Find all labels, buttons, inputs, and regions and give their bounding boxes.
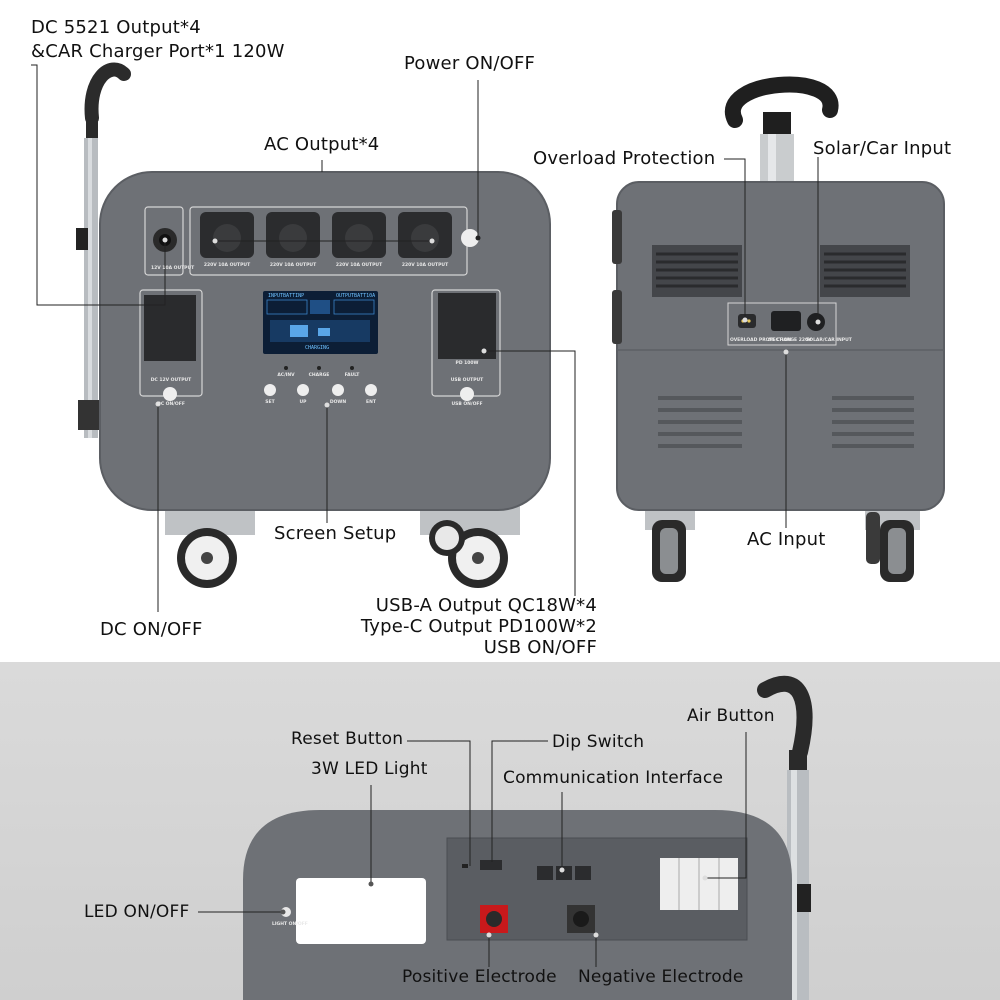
callout-usb-line2: Type-C Output PD100W*2 — [360, 616, 597, 637]
back-overload-text: OVERLOAD PROTECTION — [730, 338, 792, 343]
callout-communication-interface: Communication Interface — [503, 768, 724, 788]
bottom-section-background — [0, 662, 1000, 1000]
callout-led-onoff: LED ON/OFF — [84, 902, 190, 922]
callout-dc5521-line1: DC 5521 Output*4 — [31, 17, 201, 38]
callout-overload-protection: Overload Protection — [533, 148, 716, 169]
indicator-acinv: AC/INV — [277, 373, 295, 378]
indicator-fault: FAULT — [344, 373, 360, 378]
callout-air-button: Air Button — [687, 706, 775, 726]
callout-usb-line1: USB-A Output QC18W*4 — [375, 595, 597, 616]
callout-screen-setup: Screen Setup — [274, 523, 397, 544]
callout-ac-input: AC Input — [747, 529, 826, 550]
usb-output-text: USB OUTPUT — [450, 378, 484, 383]
indicator-charge: CHARGE — [308, 373, 330, 378]
socket-1-text: 220V 10A OUTPUT — [203, 263, 251, 268]
usb-onoff-text: USB ON/OFF — [451, 402, 483, 407]
button-ent[interactable]: ENT — [366, 400, 376, 405]
usb-port-icon — [438, 293, 496, 359]
callout-dip-switch: Dip Switch — [552, 732, 645, 752]
lcd-input-text: INPUTBATTINP — [268, 293, 305, 299]
power-button-icon — [461, 229, 479, 247]
handle-icon — [76, 62, 131, 438]
callout-led-light: 3W LED Light — [311, 759, 428, 779]
dc-onoff-text: DC ON/OFF — [157, 402, 185, 407]
wheel-icon — [165, 505, 520, 588]
pd-text: PD 100W — [455, 361, 479, 366]
button-up[interactable]: UP — [299, 400, 307, 405]
callout-reset-button: Reset Button — [291, 729, 404, 749]
vent-icon — [652, 245, 910, 297]
callout-solar-car-input: Solar/Car Input — [813, 138, 952, 159]
callout-dc5521-line2: &CAR Charger Port*1 120W — [31, 41, 285, 62]
socket-2-text: 220V 10A OUTPUT — [269, 263, 317, 268]
lcd-charging-text: CHARGING — [305, 345, 330, 351]
dc-output-text: DC 12V OUTPUT — [150, 378, 192, 383]
lcd-output-text: OUTPUTBATT10A — [336, 293, 376, 299]
callout-dc-onoff: DC ON/OFF — [100, 619, 203, 640]
callout-positive-electrode: Positive Electrode — [402, 967, 557, 987]
car-output-text: 12V 10A OUTPUT — [151, 266, 195, 271]
socket-4-text: 220V 10A OUTPUT — [401, 263, 449, 268]
callout-usb-line3: USB ON/OFF — [483, 637, 597, 658]
callout-ac-output: AC Output*4 — [264, 134, 380, 155]
back-ac-charge-text: AC CHARGE 220V — [768, 338, 812, 343]
socket-3-text: 220V 10A OUTPUT — [335, 263, 383, 268]
led-panel-text: LIGHT ON/OFF — [272, 922, 308, 927]
button-set[interactable]: SET — [265, 400, 275, 405]
ac-socket-icon — [200, 212, 452, 258]
callout-negative-electrode: Negative Electrode — [578, 967, 744, 987]
back-solar-text: SOLAR/CAR INPUT — [806, 338, 852, 343]
button-down[interactable]: DOWN — [329, 400, 347, 405]
callout-power-onoff: Power ON/OFF — [404, 53, 536, 74]
